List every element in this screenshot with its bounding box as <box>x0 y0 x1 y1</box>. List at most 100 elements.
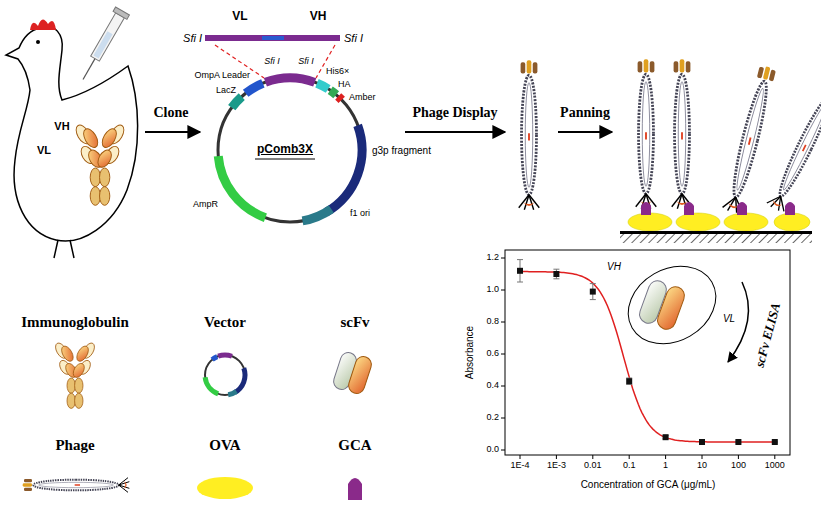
data-point <box>553 271 559 277</box>
gca-hapten <box>684 202 694 215</box>
tick-label: 100 <box>731 461 746 471</box>
chicken-outline <box>54 240 74 258</box>
chain-label: VL <box>232 10 247 23</box>
axis-title: Absorbance <box>465 325 476 378</box>
gca-hapten <box>785 202 795 215</box>
scfv-insert <box>205 35 340 41</box>
plot-frame <box>505 250 790 455</box>
element-label: g3p fragment <box>372 145 431 156</box>
data-point <box>626 378 632 384</box>
tick-label: 10 <box>697 461 707 471</box>
tick-label: 1000 <box>765 461 785 471</box>
axis-title: Concentration of GCA (μg/mL) <box>581 479 716 490</box>
phage <box>636 59 821 214</box>
scfv-insert <box>262 36 284 40</box>
legend-label: Vector <box>204 314 246 331</box>
data-point <box>517 268 523 274</box>
ova-coating <box>628 213 810 231</box>
plot-frame <box>501 250 790 459</box>
syringe <box>91 13 125 61</box>
plasmid <box>188 48 391 251</box>
tick-label: 1E-3 <box>547 461 566 471</box>
element-label: LacZ <box>216 86 236 96</box>
tick-label: 1 <box>663 461 668 471</box>
vector-icon <box>199 349 250 400</box>
tick-label: 0.0 <box>486 445 499 455</box>
plasmid <box>196 56 383 243</box>
chain-label: VL <box>37 144 51 156</box>
tick-label: 0.8 <box>486 317 499 327</box>
site-label: Sfi I <box>264 57 280 67</box>
data-point <box>735 439 741 445</box>
gca-hapten <box>641 202 795 215</box>
vector-icon <box>197 347 253 403</box>
data-point <box>553 269 559 279</box>
phage <box>722 64 778 214</box>
data-point <box>517 260 778 445</box>
syringe <box>83 59 95 80</box>
tick-label: 1.0 <box>486 285 499 295</box>
plot-frame <box>520 455 775 459</box>
ova-coating <box>676 213 720 231</box>
step-label: Clone <box>154 105 189 120</box>
phage <box>766 80 821 213</box>
data-point <box>663 434 669 440</box>
step-label: Phage Display <box>412 105 497 120</box>
data-point <box>626 378 632 384</box>
antibody <box>73 123 127 206</box>
vector-name: pComb3X <box>257 143 313 156</box>
chicken-comb <box>30 19 56 44</box>
gca-icon <box>348 478 362 500</box>
syringe <box>76 7 129 83</box>
inset-label: VH <box>607 261 621 272</box>
tick-label: 0.01 <box>584 461 602 471</box>
scfv-icon <box>347 354 374 395</box>
legend-label: OVA <box>209 437 240 454</box>
phage <box>519 60 540 209</box>
tick-label: 0.4 <box>486 381 499 391</box>
plate-surface <box>620 231 812 243</box>
vector-icon <box>199 349 250 400</box>
phage <box>636 59 657 208</box>
ova-coating <box>724 213 768 231</box>
phage-icon <box>23 478 130 493</box>
element-label: Amber <box>349 93 376 103</box>
inset-label: VL <box>723 313 735 324</box>
tick-label: 1.2 <box>486 253 499 263</box>
plate-surface <box>620 234 812 243</box>
fit-curve <box>520 272 775 442</box>
antibody-icon <box>53 341 97 408</box>
plasmid <box>190 50 391 251</box>
element-label: AmpR <box>193 200 218 210</box>
phage <box>672 59 693 208</box>
chicken-outline <box>6 27 138 258</box>
scfv-insert <box>205 35 340 41</box>
tick-label: 0.6 <box>486 349 499 359</box>
gca-hapten <box>641 202 651 215</box>
ova-coating <box>774 213 810 231</box>
inset-scfv <box>655 284 687 332</box>
vector-icon <box>199 349 250 400</box>
legend-label: Phage <box>55 437 94 454</box>
legend-label: scFv <box>340 314 369 331</box>
gca-hapten <box>737 202 747 215</box>
chicken-comb <box>30 19 56 30</box>
plasmid <box>188 48 391 251</box>
plasmid <box>189 49 390 250</box>
step-label: Panning <box>560 105 610 120</box>
plasmid <box>190 50 390 250</box>
data-point <box>517 260 523 282</box>
element-label: HA <box>338 80 351 90</box>
chain-label: VH <box>310 10 327 23</box>
process-arrow <box>145 131 200 133</box>
inset-scfv <box>614 251 730 359</box>
tick-label: 1E-4 <box>510 461 529 471</box>
chain-label: VH <box>54 120 69 132</box>
inset-scfv <box>614 251 730 359</box>
element-label: f1 ori <box>350 209 370 219</box>
data-point <box>699 439 705 445</box>
legend-label: GCA <box>338 437 371 454</box>
syringe <box>93 31 112 58</box>
plate-surface <box>620 231 812 234</box>
tick-label: 0.1 <box>623 461 636 471</box>
